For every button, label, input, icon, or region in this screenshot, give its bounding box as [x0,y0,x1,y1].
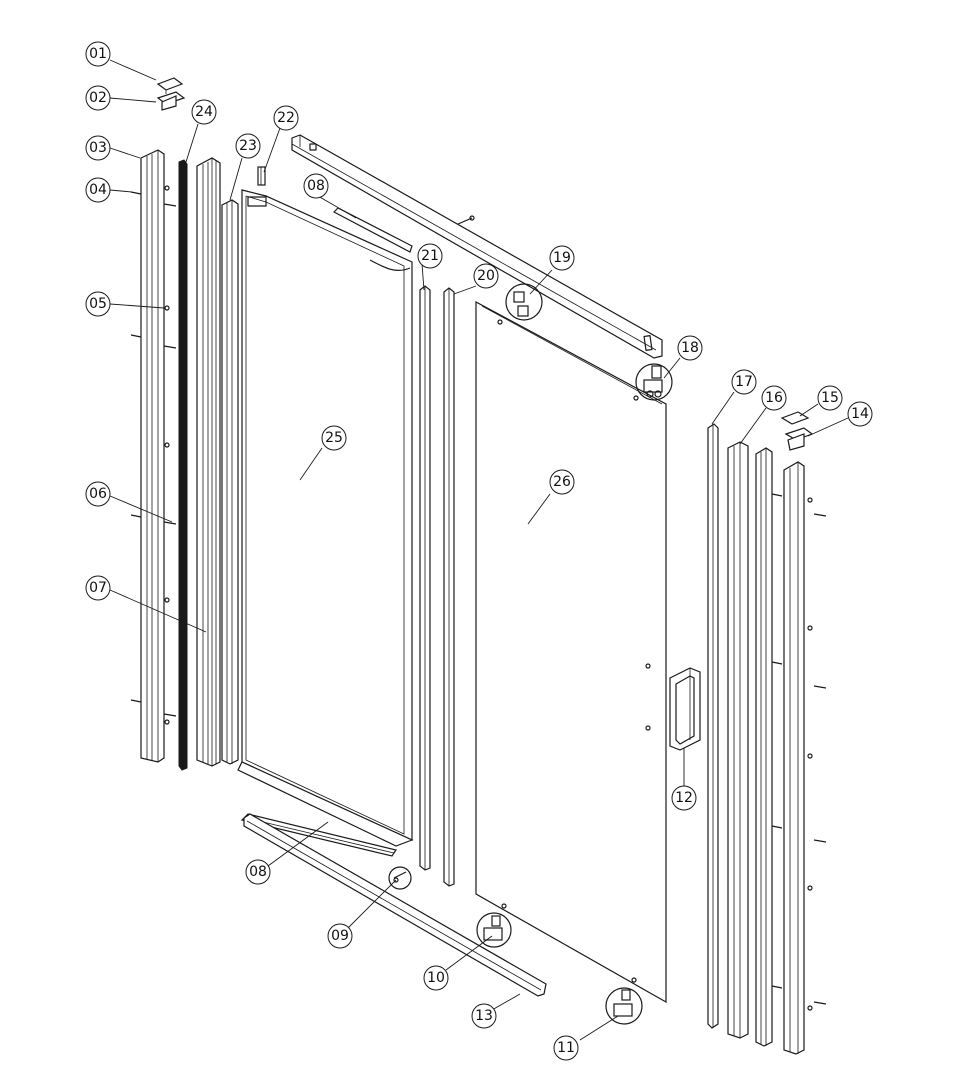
callout-label: 10 [427,970,445,986]
callout-15: 15 [817,385,843,411]
callout-label: 01 [89,46,107,62]
callout-label: 15 [821,390,839,406]
right-adjustment-profile [727,441,749,1039]
callout-20: 20 [473,263,499,289]
callout-08-lower: 08 [245,859,271,885]
callout-label: 18 [681,340,699,356]
end-cap-02 [156,91,186,111]
callout-label: 22 [277,110,295,126]
callout-label: 14 [851,406,869,422]
wall-anchor [130,191,142,703]
right-inner-profile [755,447,773,1047]
callout-19: 19 [549,245,575,271]
callout-07: 07 [85,575,111,601]
bottom-roller-11 [605,987,643,1025]
callout-17: 17 [731,369,757,395]
callout-12: 12 [671,785,697,811]
callout-label: 03 [89,140,107,156]
callout-label: 24 [195,104,213,120]
callout-label: 06 [89,486,107,502]
bottom-roller-10 [476,912,512,948]
callout-22: 22 [273,105,299,131]
callout-label: 08 [307,178,325,194]
top-rail [291,134,663,359]
callout-03: 03 [85,135,111,161]
callout-14: 14 [847,401,873,427]
bottom-rail [243,813,547,997]
callout-label: 23 [239,138,257,154]
end-cap-14 [784,427,814,451]
right-wall-screw [771,493,827,1005]
callout-25: 25 [321,425,347,451]
callout-16: 16 [761,385,787,411]
callout-label: 09 [331,928,349,944]
callout-09: 09 [327,923,353,949]
fixed-panel-side-strip [221,199,239,765]
left-wall-profile [130,149,177,763]
bottom-clip [388,866,412,890]
callout-10: 10 [423,965,449,991]
small-cap-piece [257,166,266,186]
callout-01: 01 [85,41,111,67]
callout-08-upper: 08 [303,173,329,199]
top-roller-18 [635,363,673,401]
callout-label: 16 [765,390,783,406]
callout-18: 18 [677,335,703,361]
callout-label: 07 [89,580,107,596]
door-handle [669,667,701,751]
callout-05: 05 [85,291,111,317]
callout-label: 21 [421,248,439,264]
callout-label: 20 [477,268,495,284]
callout-24: 24 [191,99,217,125]
callout-06: 06 [85,481,111,507]
door-seal-strip-20 [443,287,455,887]
callout-21: 21 [417,243,443,269]
right-wall-profile [771,461,827,1055]
seal-strip [178,159,188,771]
top-roller-19 [505,283,543,321]
callout-11: 11 [553,1035,579,1061]
callout-label: 19 [553,250,571,266]
door-seal-strip-21 [419,285,431,871]
callout-26: 26 [549,469,575,495]
fixed-glass-panel [237,189,414,847]
right-seal-strip [707,423,719,1029]
callout-label: 13 [475,1008,493,1024]
callout-label: 04 [89,182,107,198]
sliding-glass-door [475,300,667,1004]
callout-label: 02 [89,90,107,106]
adjustment-profile [196,157,221,767]
callout-label: 25 [325,430,343,446]
callout-04: 04 [85,177,111,203]
callout-02: 02 [85,85,111,111]
callout-label: 26 [553,474,571,490]
rail-screw [457,215,475,225]
callout-label: 08 [249,864,267,880]
callout-label: 11 [557,1040,575,1056]
wall-screw [163,203,177,717]
callout-label: 17 [735,374,753,390]
callout-label: 05 [89,296,107,312]
callout-13: 13 [471,1003,497,1029]
callout-label: 12 [675,790,693,806]
top-guide-strip [332,207,413,253]
callouts: 01 02 03 04 05 06 07 08 [85,41,873,1061]
callout-23: 23 [235,133,261,159]
top-cap-01 [156,77,184,94]
leader-lines [109,59,849,1041]
